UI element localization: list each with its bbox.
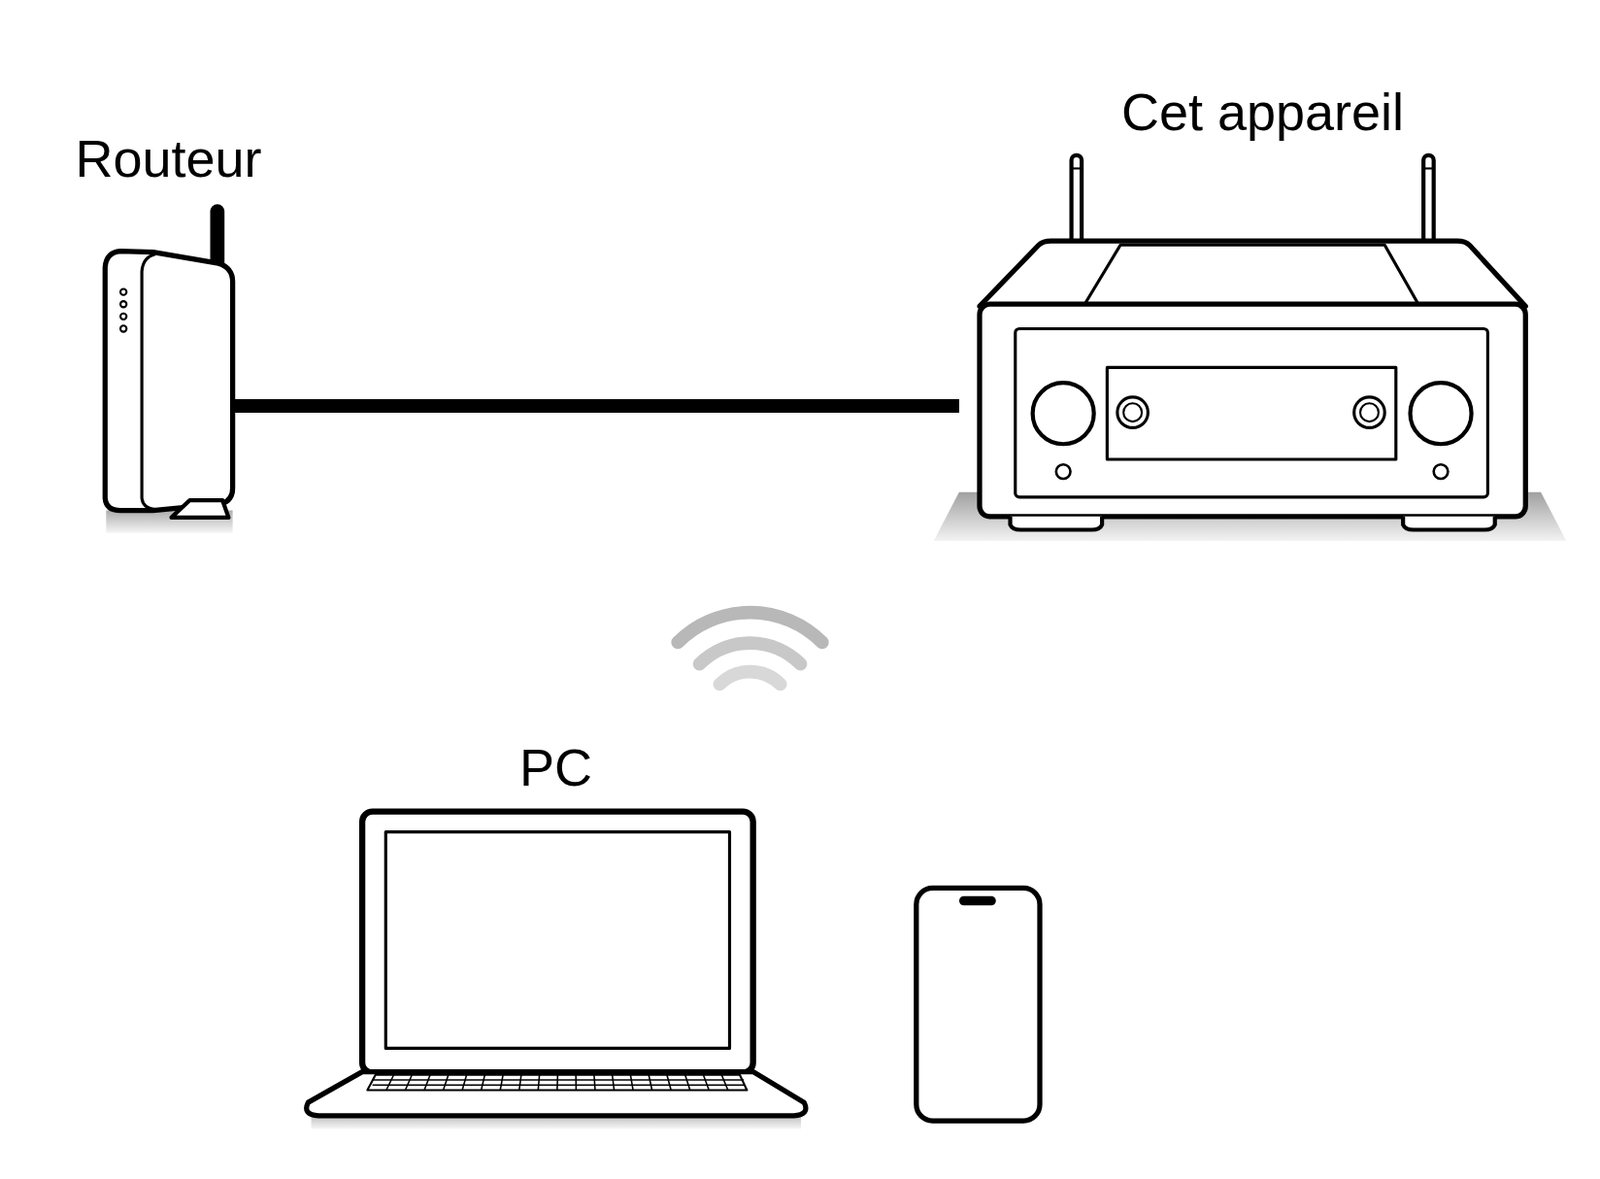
receiver-node: Cet appareil <box>959 153 1567 542</box>
receiver-drawing <box>933 155 1567 541</box>
laptop-drawing <box>306 811 806 1130</box>
router-node: Routeur <box>101 203 235 532</box>
router-drawing <box>104 203 233 533</box>
laptop-node: PC <box>305 808 806 1123</box>
device-label: Cet appareil <box>1121 85 1404 138</box>
wifi-symbol <box>677 612 823 685</box>
device-label: Routeur <box>74 132 262 185</box>
network-cable <box>234 399 960 413</box>
device-label: PC <box>519 740 593 794</box>
phone-drawing <box>916 887 1040 1121</box>
